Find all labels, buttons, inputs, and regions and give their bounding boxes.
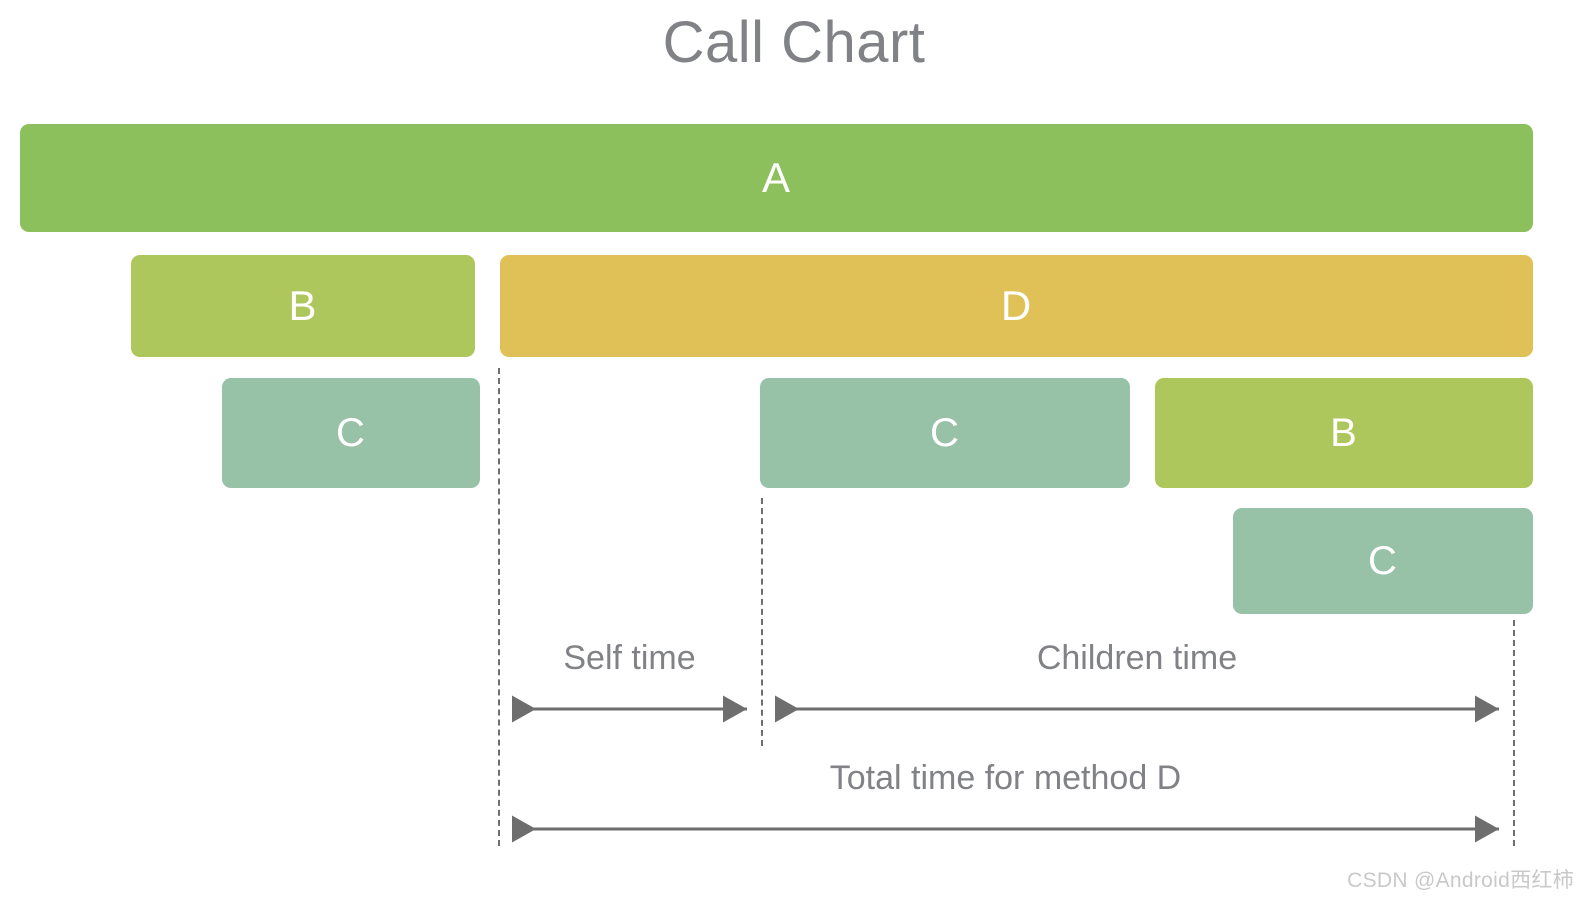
- watermark: CSDN @Android西红柿: [1347, 869, 1574, 892]
- self-time-label: Self time: [563, 639, 696, 677]
- call-bar-c-right[interactable]: C: [1233, 508, 1533, 614]
- page-title: Call Chart: [662, 10, 926, 75]
- call-bar-label: B: [1330, 411, 1358, 455]
- call-bar-c-middle[interactable]: C: [760, 378, 1130, 488]
- call-bar-label: A: [761, 154, 791, 201]
- call-bar-label: C: [930, 411, 960, 455]
- total-time-label: Total time for method D: [829, 759, 1182, 797]
- call-bar-label: D: [1000, 282, 1033, 329]
- call-bar-d[interactable]: D: [500, 255, 1533, 357]
- self-time-arrow: [512, 695, 747, 723]
- guide-line-d-end: [1513, 620, 1515, 846]
- call-bar-c-left[interactable]: C: [222, 378, 480, 488]
- children-time-label: Children time: [1036, 639, 1238, 677]
- call-bar-a[interactable]: A: [20, 124, 1533, 232]
- guide-line-d-start: [498, 368, 500, 846]
- call-bar-label: C: [336, 411, 366, 455]
- call-bar-label: B: [288, 282, 318, 329]
- total-time-arrow: [512, 815, 1499, 843]
- children-time-arrow: [775, 695, 1499, 723]
- call-bar-b-left[interactable]: B: [131, 255, 475, 357]
- call-bar-label: C: [1368, 539, 1398, 583]
- call-bar-b-right[interactable]: B: [1155, 378, 1533, 488]
- guide-line-self-end: [761, 498, 763, 746]
